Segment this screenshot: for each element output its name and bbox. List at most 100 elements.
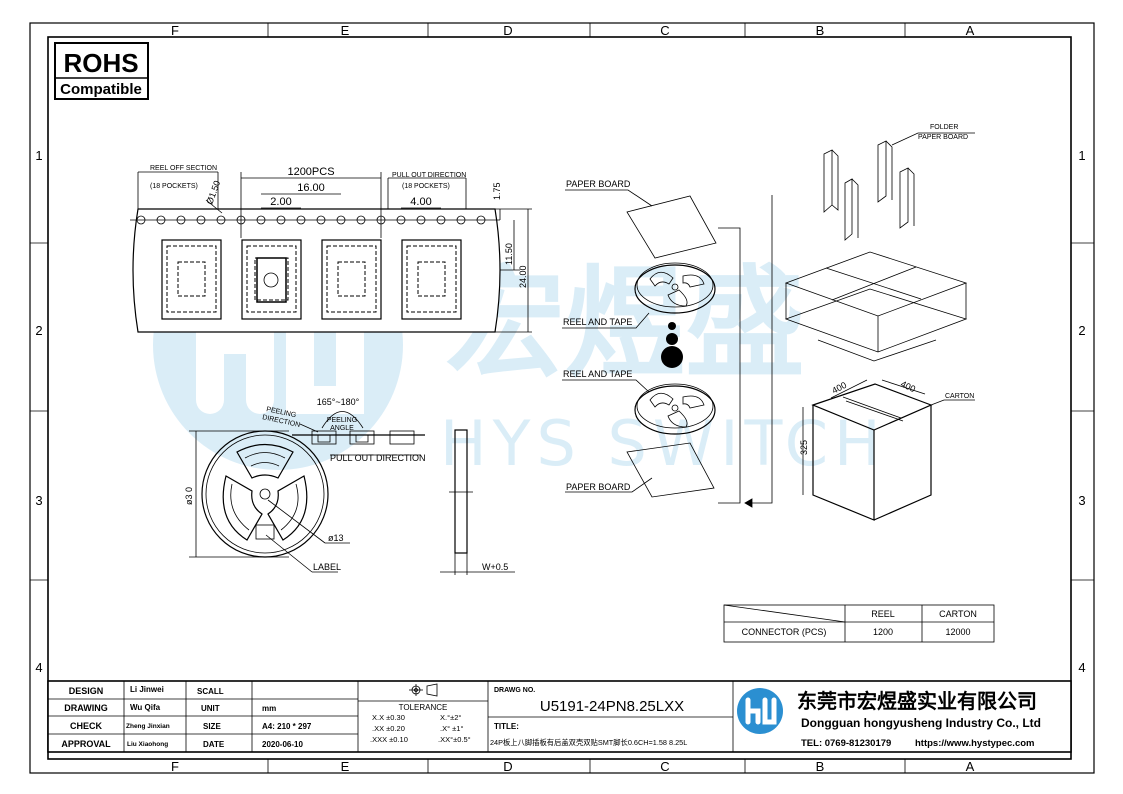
paper-board-bottom-label: PAPER BOARD	[566, 482, 631, 492]
paper-board-top-label: PAPER BOARD	[566, 179, 631, 189]
pockets-right-label: (18 POCKETS)	[402, 183, 450, 190]
label-callout: LABEL	[313, 562, 341, 572]
approval-name: Liu Xiaohong	[127, 741, 168, 748]
tolerance-row-2b: .X° ±1°	[440, 724, 463, 733]
projection-symbol-icon	[409, 683, 438, 697]
size-value: A4: 210 * 297	[262, 722, 312, 731]
reel-off-section-label: REEL OFF SECTION	[150, 165, 217, 172]
edge-dim: 1.75	[492, 182, 502, 200]
zone-row-left: 3	[35, 493, 42, 508]
zone-ticks	[30, 23, 1094, 773]
hole-dia-dim: Ø1.50	[204, 179, 222, 205]
qty-reel-value: 1200	[873, 627, 893, 637]
tolerance-label: TOLERANCE	[399, 703, 448, 712]
drawing-no: U5191-24PN8.25LXX	[540, 698, 684, 715]
watermark: 宏煜盛 HYS SWITCH	[153, 220, 887, 480]
check-name: Zheng Jinxian	[126, 723, 170, 730]
company-website: https://www.hystypec.com	[915, 738, 1034, 749]
zone-col-top: A	[966, 23, 975, 38]
tolerance-row-3b: .XX°±0.5°	[438, 735, 471, 744]
zone-row-left: 4	[35, 660, 42, 675]
size-label: SIZE	[203, 722, 221, 731]
packing-drawing: PAPER BOARD REEL AND TAPE REEL AND TAPE …	[562, 124, 975, 521]
qty-row-label: CONNECTOR (PCS)	[742, 627, 827, 637]
pcs-label: 1200PCS	[287, 166, 334, 178]
company-logo-icon	[737, 688, 783, 734]
hub-dia-dim: ø13	[328, 533, 344, 543]
tolerance-row-2a: .XX ±0.20	[372, 724, 405, 733]
carton-width-dim: 400	[899, 379, 917, 394]
zone-row-left: 1	[35, 148, 42, 163]
hole-pitch-right-dim: 4.00	[410, 196, 431, 208]
date-value: 2020-06-10	[262, 740, 303, 749]
reel-drawing: ø3 0 ø13 LABEL 165°~180° PEELING DIRECTI…	[184, 397, 515, 575]
zone-row-right: 4	[1078, 660, 1085, 675]
side-width-dim: W+0.5	[482, 562, 508, 572]
title-value: 24P板上八脚插板有后盖双壳双贴SMT脚长0.6CH=1.58 8.25L	[490, 738, 687, 747]
pockets-left-label: (18 POCKETS)	[150, 183, 198, 190]
half-width-dim: 11.50	[504, 243, 514, 265]
company-tel: TEL: 0769-81230179	[801, 738, 891, 749]
carton-label: CARTON	[945, 393, 974, 400]
zone-col-bottom: E	[341, 759, 350, 774]
carrier-tape-drawing: REEL OFF SECTION (18 POCKETS) 1200PCS PU…	[130, 165, 532, 333]
hole-pitch-left-dim: 2.00	[270, 196, 291, 208]
approval-label: APPROVAL	[61, 739, 111, 749]
reel-outer-dia-dim: ø3 0	[184, 487, 194, 505]
quantity-table: REEL CARTON CONNECTOR (PCS) 1200 12000	[723, 604, 995, 643]
zone-row-right: 3	[1078, 493, 1085, 508]
drawing-name: Wu Qifa	[130, 703, 161, 712]
company-name-cn: 东莞市宏煜盛实业有限公司	[797, 689, 1037, 713]
design-label: DESIGN	[69, 686, 104, 696]
zone-col-bottom: A	[966, 759, 975, 774]
qty-header-carton: CARTON	[939, 609, 977, 619]
scale-label: SCALL	[197, 687, 224, 696]
folder-paper-board-label: PAPER BOARD	[918, 134, 968, 141]
pitch-dim: 16.00	[297, 182, 325, 194]
title-block: DESIGN DRAWING CHECK APPROVAL Li Jinwei …	[47, 680, 1072, 753]
rohs-title: ROHS	[63, 48, 138, 78]
rohs-badge: ROHS Compatible	[54, 42, 149, 100]
zone-col-top: F	[171, 23, 179, 38]
date-label: DATE	[203, 740, 225, 749]
drawing-label: DRAWING	[64, 703, 108, 713]
reel-and-tape-top-label: REEL AND TAPE	[563, 317, 632, 327]
watermark-cn: 宏煜盛	[445, 255, 805, 394]
zone-col-top: D	[503, 23, 512, 38]
reel-and-tape-bottom-label: REEL AND TAPE	[563, 369, 632, 379]
title-label: TITLE:	[494, 722, 519, 731]
zone-col-top: B	[816, 23, 825, 38]
unit-label: UNIT	[201, 704, 220, 713]
peeling-angle-label: PEELING	[327, 417, 357, 424]
drawing-no-label: DRAWG NO.	[494, 687, 535, 694]
outer-border	[29, 22, 1095, 774]
zone-col-bottom: F	[171, 759, 179, 774]
zone-row-left: 2	[35, 323, 42, 338]
zone-row-right: 2	[1078, 323, 1085, 338]
carton-height-dim: 325	[799, 440, 809, 455]
peeling-angle-range: 165°~180°	[317, 397, 360, 407]
zone-col-bottom: D	[503, 759, 512, 774]
zone-col-bottom: C	[660, 759, 669, 774]
zone-col-bottom: B	[816, 759, 825, 774]
zone-row-right: 1	[1078, 148, 1085, 163]
folder-label: FOLDER	[930, 124, 958, 131]
rohs-subtitle: Compatible	[60, 81, 142, 98]
peeling-angle-label: ANGLE	[330, 425, 354, 432]
tolerance-row-1a: X.X ±0.30	[372, 713, 405, 722]
zone-col-top: C	[660, 23, 669, 38]
design-name: Li Jinwei	[130, 685, 164, 694]
qty-header-reel: REEL	[871, 609, 895, 619]
tolerance-row-1b: X.°±2°	[440, 713, 461, 722]
qty-carton-value: 12000	[945, 627, 970, 637]
pull-out-direction-label: PULL OUT DIRECTION	[330, 453, 426, 463]
tolerance-row-3a: .XXX ±0.10	[370, 735, 408, 744]
company-name-en: Dongguan hongyusheng Industry Co., Ltd	[801, 716, 1041, 730]
zone-col-top: E	[341, 23, 350, 38]
tape-width-dim: 24.00	[518, 265, 528, 288]
unit-value: mm	[262, 704, 276, 713]
check-label: CHECK	[70, 721, 103, 731]
watermark-en: HYS SWITCH	[440, 407, 887, 480]
inner-border	[47, 36, 1072, 760]
